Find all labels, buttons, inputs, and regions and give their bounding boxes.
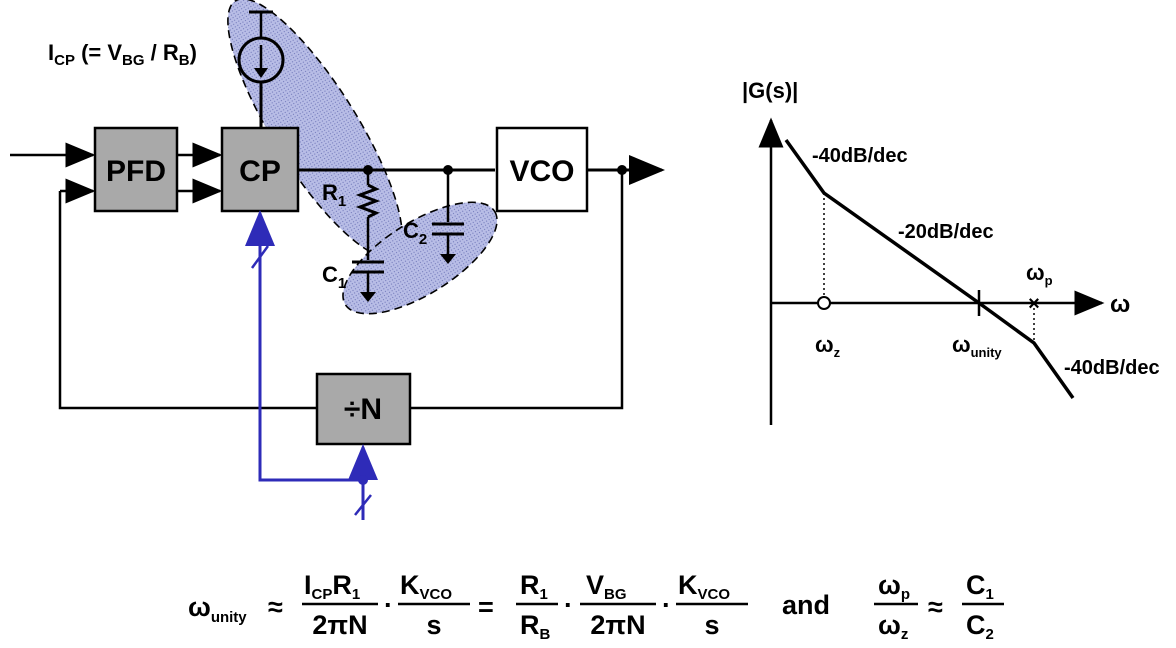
- r1-label: R1: [322, 180, 346, 210]
- eq-f7-den: C2: [966, 610, 994, 643]
- pfd-block: [93, 126, 179, 213]
- junction-control: [358, 475, 368, 485]
- eq-f1-num: ICPR1: [304, 570, 360, 603]
- eq-equals: =: [478, 592, 494, 622]
- bus-slash-bottom: [354, 494, 372, 516]
- slope-label-1: -40dB/dec: [812, 145, 908, 167]
- eq-dot-1: ·: [384, 590, 393, 620]
- wunity-label: ωunity: [952, 332, 1002, 360]
- cp-label: CP: [239, 155, 281, 188]
- slope-label-3: -40dB/dec: [1064, 357, 1160, 379]
- control-bus-to-cp: [245, 210, 363, 482]
- wp-label: ωp: [1026, 260, 1053, 288]
- eq-and: and: [782, 590, 830, 620]
- pole-marker: ×: [1028, 293, 1040, 315]
- bus-slash-top: [250, 245, 270, 269]
- eq-f4-num: VBG: [586, 570, 627, 603]
- eq-f3-num: R1: [520, 570, 548, 603]
- eq-approx-2: ≈: [928, 592, 943, 622]
- c2-label: C2: [403, 218, 427, 248]
- eq-approx: ≈: [268, 592, 283, 622]
- pfd-label: PFD: [106, 155, 166, 188]
- divider-label: ÷N: [344, 393, 382, 426]
- eq-f7-num: C1: [966, 570, 994, 603]
- current-source-arrowhead: [254, 68, 268, 78]
- eq-f4-den: 2πN: [590, 610, 645, 640]
- resistor-r1: [355, 183, 381, 219]
- eq-f6-den: ωz: [878, 610, 908, 643]
- feedback-to-divider: [410, 170, 624, 410]
- eq-f2-num: KVCO: [400, 570, 452, 603]
- eq-f3-den: RB: [520, 610, 551, 643]
- wz-label: ωz: [815, 332, 841, 360]
- ground-c2-icon: [440, 254, 456, 264]
- eq-f5-den: s: [704, 610, 719, 640]
- zero-marker: [817, 296, 831, 310]
- slope-label-2: -20dB/dec: [898, 221, 994, 243]
- eq-lhs: ωunity: [188, 592, 247, 626]
- c1-label: C1: [322, 262, 346, 292]
- eq-dot-3: ·: [662, 590, 671, 620]
- eq-dot-2: ·: [564, 590, 573, 620]
- bode-y-label: |G(s)|: [742, 78, 798, 103]
- eq-f6-num: ωp: [878, 570, 910, 603]
- divider-block: [315, 372, 412, 446]
- eq-f2-den: s: [426, 610, 441, 640]
- ground-c1-icon: [360, 292, 376, 302]
- vco-label: VCO: [509, 155, 574, 188]
- current-source-label: ICP (= VBG / RB): [48, 40, 197, 69]
- bode-x-label: ω: [1110, 291, 1130, 318]
- filter-c2-highlight: [342, 201, 498, 315]
- eq-f1-den: 2πN: [312, 610, 367, 640]
- equation: ωunity ≈ ICPR1 2πN · KVCO s = R1 RB · VB…: [188, 570, 1004, 643]
- eq-f5-num: KVCO: [678, 570, 730, 603]
- feedback-to-pfd: [58, 191, 317, 410]
